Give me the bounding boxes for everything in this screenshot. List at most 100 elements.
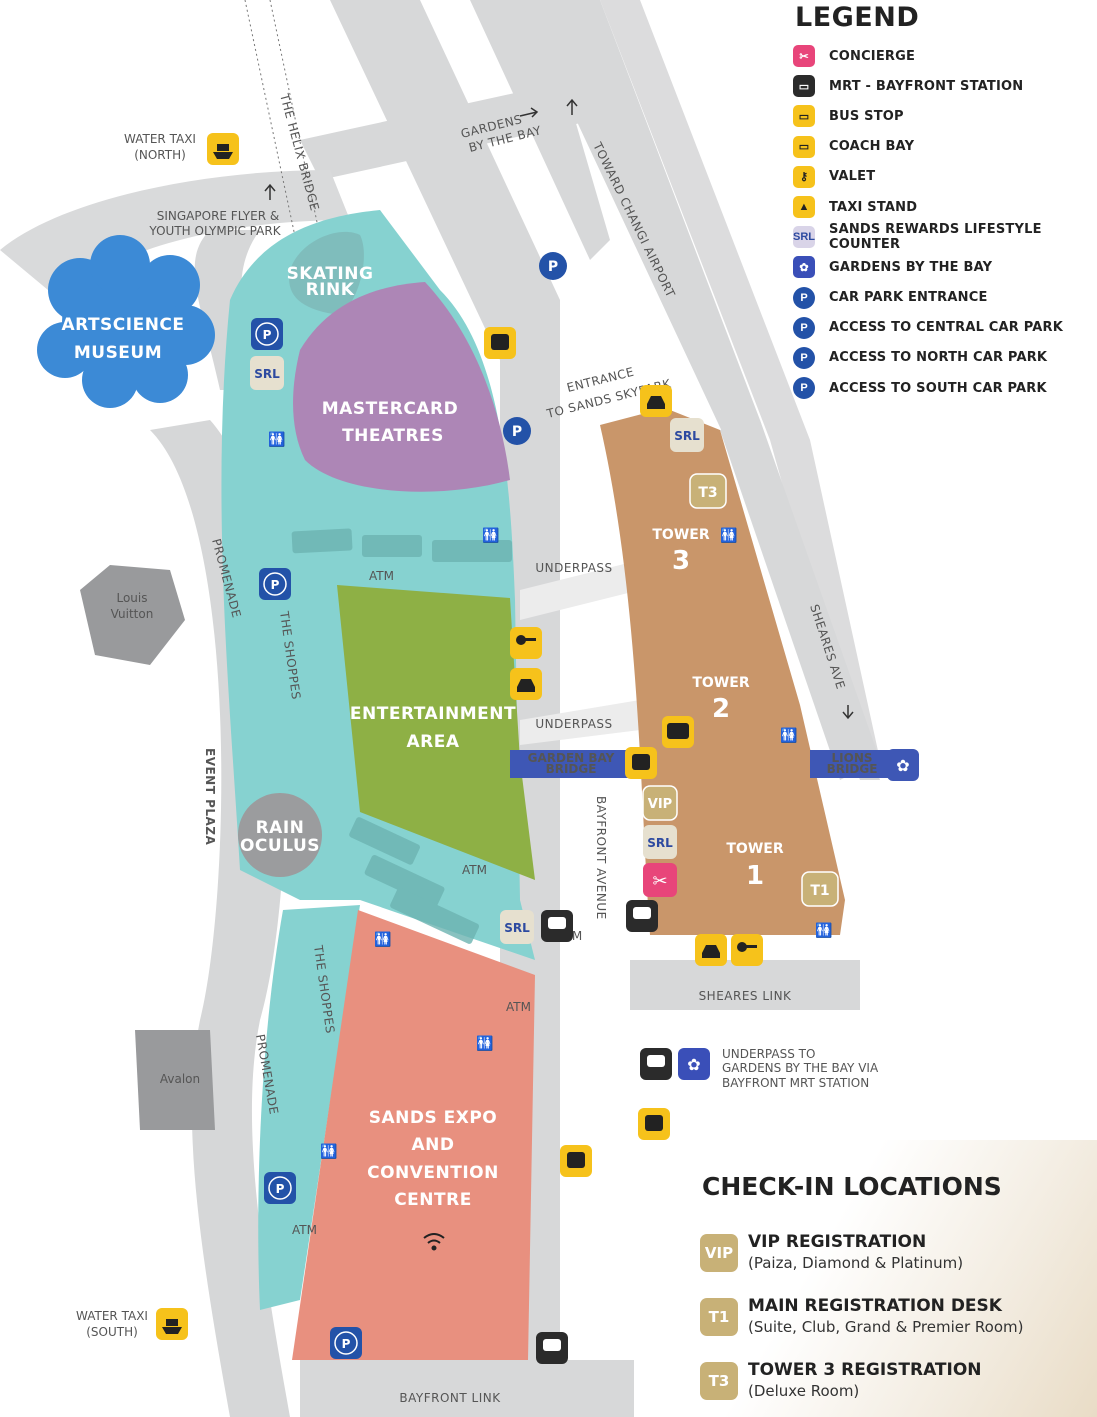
garden-bay-bridge-label-2: BRIDGE xyxy=(546,762,597,776)
garden-bay-bridge[interactable] xyxy=(510,750,630,778)
event-plaza-label: EVENT PLAZA xyxy=(203,748,217,846)
car-park-entrance-icon[interactable]: P xyxy=(539,252,567,280)
artscience-museum xyxy=(37,235,215,408)
gardens-icon: ✿ xyxy=(793,256,815,279)
svg-text:🚻: 🚻 xyxy=(780,727,797,744)
water-taxi-south-icon[interactable] xyxy=(156,1308,188,1340)
bayfront-avenue-label: BAYFRONT AVENUE xyxy=(594,796,608,920)
direction-arrows xyxy=(264,98,854,720)
legend-item-label: GARDENS BY THE BAY xyxy=(829,259,993,275)
legend-item-label: BUS STOP xyxy=(829,108,904,124)
expo-label-3: CONVENTION xyxy=(367,1163,499,1183)
rain-oculus-label-2: OCULUS xyxy=(240,836,320,856)
svg-text:🚻: 🚻 xyxy=(374,931,391,948)
legend-item: ▭BUS STOP xyxy=(793,101,1093,131)
water-taxi-north-label-2: (NORTH) xyxy=(134,148,186,162)
map-icons[interactable]: P P P P P P SRL SRL SRL SRL T3 VIP T1 ✂ xyxy=(156,133,919,1364)
srl-icon-3[interactable]: SRL xyxy=(643,825,677,859)
legend-item-label: ACCESS TO SOUTH CAR PARK xyxy=(829,380,1047,396)
theatres-label-2: THEATRES xyxy=(342,426,444,446)
srl-icon-1[interactable]: SRL xyxy=(250,356,284,390)
checkin-title: CHECK-IN LOCATIONS xyxy=(702,1172,1002,1201)
bus-stop-icon-4[interactable] xyxy=(560,1145,592,1177)
gardens-icon-1[interactable]: ✿ xyxy=(887,749,919,781)
bus-stop-icon-1[interactable] xyxy=(484,327,516,359)
the-shoppes-south xyxy=(258,905,360,1310)
legend-item-label: COACH BAY xyxy=(829,139,915,155)
t1-badge: T1 xyxy=(700,1298,738,1336)
svg-text:P: P xyxy=(263,328,272,342)
valet-icon: ⚷ xyxy=(793,165,815,188)
underpass-label-2: UNDERPASS xyxy=(535,717,612,731)
legend-item-label: CAR PARK ENTRANCE xyxy=(829,290,988,306)
bus-stop-icon-3[interactable] xyxy=(638,1108,670,1140)
lions-bridge[interactable] xyxy=(810,750,890,778)
parking-north-icon: P xyxy=(793,346,815,369)
atm-label-2: ATM xyxy=(462,863,487,877)
taxi-stand-icon-3[interactable] xyxy=(695,934,727,966)
artscience-label-2: MUSEUM xyxy=(74,343,162,363)
srl-icon-2[interactable]: SRL xyxy=(670,418,704,452)
water-taxi-south-label: WATER TAXI xyxy=(76,1309,148,1323)
central-car-park-icon[interactable]: P xyxy=(259,568,291,600)
checkin-t1-sub: (Suite, Club, Grand & Premier Room) xyxy=(748,1318,1024,1336)
car-park-entrance-icon-3[interactable]: P xyxy=(330,1327,362,1359)
mrt-icon-2[interactable] xyxy=(626,900,658,932)
tower2-number: 2 xyxy=(712,694,730,724)
mrt-icon: ▭ xyxy=(793,75,815,98)
svg-text:✂: ✂ xyxy=(652,871,667,892)
sands-expo xyxy=(292,910,535,1360)
bus-stop-icon-2[interactable] xyxy=(625,747,657,779)
checkin-t1[interactable]: T1 MAIN REGISTRATION DESK (Suite, Club, … xyxy=(700,1296,1024,1336)
entertainment-label-2: AREA xyxy=(406,732,459,752)
atm-label-1: ATM xyxy=(369,569,394,583)
mrt-icon-1[interactable] xyxy=(541,910,573,942)
car-park-entrance-icon-2[interactable]: P xyxy=(503,417,531,445)
checkin-vip[interactable]: VIP VIP REGISTRATION (Paiza, Diamond & P… xyxy=(700,1232,963,1272)
taxi-icon: ▲ xyxy=(793,196,815,219)
tower1-number: 1 xyxy=(746,861,764,891)
taxi-stand-icon-2[interactable] xyxy=(510,668,542,700)
louis-vuitton-label: Louis xyxy=(116,591,147,605)
legend-items: ✂CONCIERGE▭MRT - BAYFRONT STATION▭BUS ST… xyxy=(793,41,1093,403)
t1-registration-icon[interactable]: T1 xyxy=(801,871,839,907)
lions-bridge-label-2: BRIDGE xyxy=(827,762,878,776)
taxi-stand-icon-1[interactable] xyxy=(640,385,672,417)
rain-oculus-label: RAIN xyxy=(256,818,305,838)
gardens-icon-2[interactable]: ✿ xyxy=(678,1048,710,1080)
wifi-icon xyxy=(423,1233,445,1251)
legend: LEGEND ✂CONCIERGE▭MRT - BAYFRONT STATION… xyxy=(793,2,1093,403)
louis-vuitton-label-2: Vuitton xyxy=(111,607,154,621)
expo-label-2: AND xyxy=(412,1135,455,1155)
water-taxi-south-label-2: (SOUTH) xyxy=(86,1325,138,1339)
north-car-park-icon[interactable]: P xyxy=(251,318,283,350)
svg-text:P: P xyxy=(342,1337,351,1351)
tower2-label: TOWER xyxy=(692,675,749,691)
legend-item-label: ACCESS TO NORTH CAR PARK xyxy=(829,350,1048,366)
legend-item: P CAR PARK ENTRANCE xyxy=(793,283,1093,313)
expo-label-4: CENTRE xyxy=(394,1190,472,1210)
svg-text:✿: ✿ xyxy=(687,1055,700,1074)
valet-icon-2[interactable] xyxy=(731,934,763,966)
atm-label-3: ATM xyxy=(506,1000,531,1014)
t3-registration-icon[interactable]: T3 xyxy=(689,473,727,509)
mrt-icon-3[interactable] xyxy=(640,1048,672,1080)
valet-icon-1[interactable] xyxy=(510,627,542,659)
mrt-icon-4[interactable] xyxy=(536,1332,568,1364)
vip-registration-icon[interactable]: VIP xyxy=(642,785,678,821)
south-car-park-icon[interactable]: P xyxy=(264,1172,296,1204)
legend-item: ▭COACH BAY xyxy=(793,132,1093,162)
parking-icon: P xyxy=(793,286,815,309)
svg-text:🚻: 🚻 xyxy=(720,527,737,544)
checkin-t3[interactable]: T3 TOWER 3 REGISTRATION (Deluxe Room) xyxy=(700,1360,982,1400)
underpass-note-1: UNDERPASS TO xyxy=(722,1047,815,1061)
water-taxi-north-icon[interactable] xyxy=(207,133,239,165)
concierge-icon[interactable]: ✂ xyxy=(643,863,677,897)
expo-label-1: SANDS EXPO xyxy=(369,1108,498,1128)
srl-icon-4[interactable]: SRL xyxy=(500,910,534,944)
svg-text:T3: T3 xyxy=(698,485,717,501)
svg-text:VIP: VIP xyxy=(648,797,672,812)
coach-bay-icon[interactable] xyxy=(662,716,694,748)
